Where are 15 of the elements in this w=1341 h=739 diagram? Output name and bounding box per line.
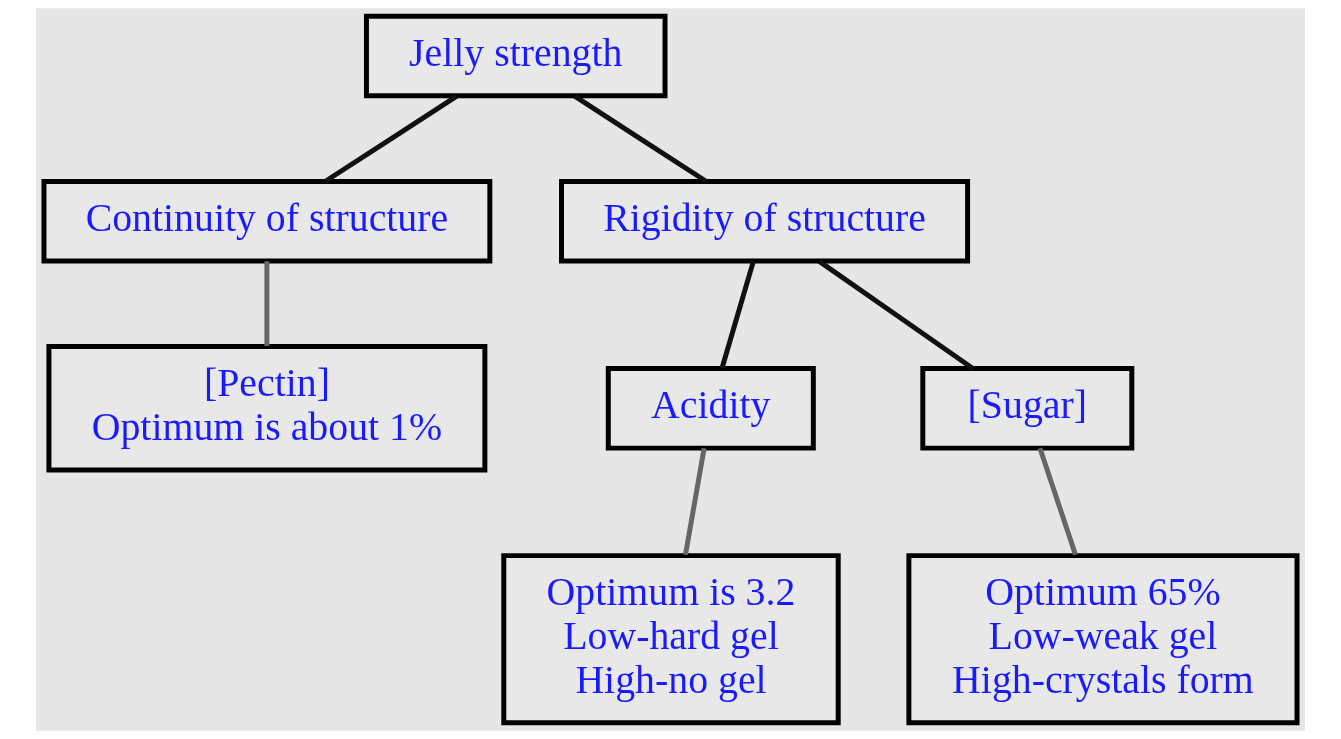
node-box: [Pectin] Optimum is about 1% [46, 344, 488, 473]
node-box: Continuity of structure [41, 178, 493, 264]
connector [719, 260, 756, 370]
connector [264, 261, 270, 347]
node-box: Jelly strength [363, 13, 668, 99]
node-box: [Sugar] [920, 366, 1135, 451]
connector [324, 94, 459, 184]
node-box: Acidity [605, 366, 816, 451]
connector [817, 259, 975, 371]
node-box: Optimum is 3.2 Low-hard gel High-no gel [501, 553, 841, 726]
node-box: Optimum 65% Low-weak gel High-crystals form [906, 553, 1300, 726]
connector [683, 447, 707, 556]
connector [573, 94, 708, 184]
connector [1037, 447, 1078, 556]
node-box: Rigidity of structure [559, 178, 971, 264]
